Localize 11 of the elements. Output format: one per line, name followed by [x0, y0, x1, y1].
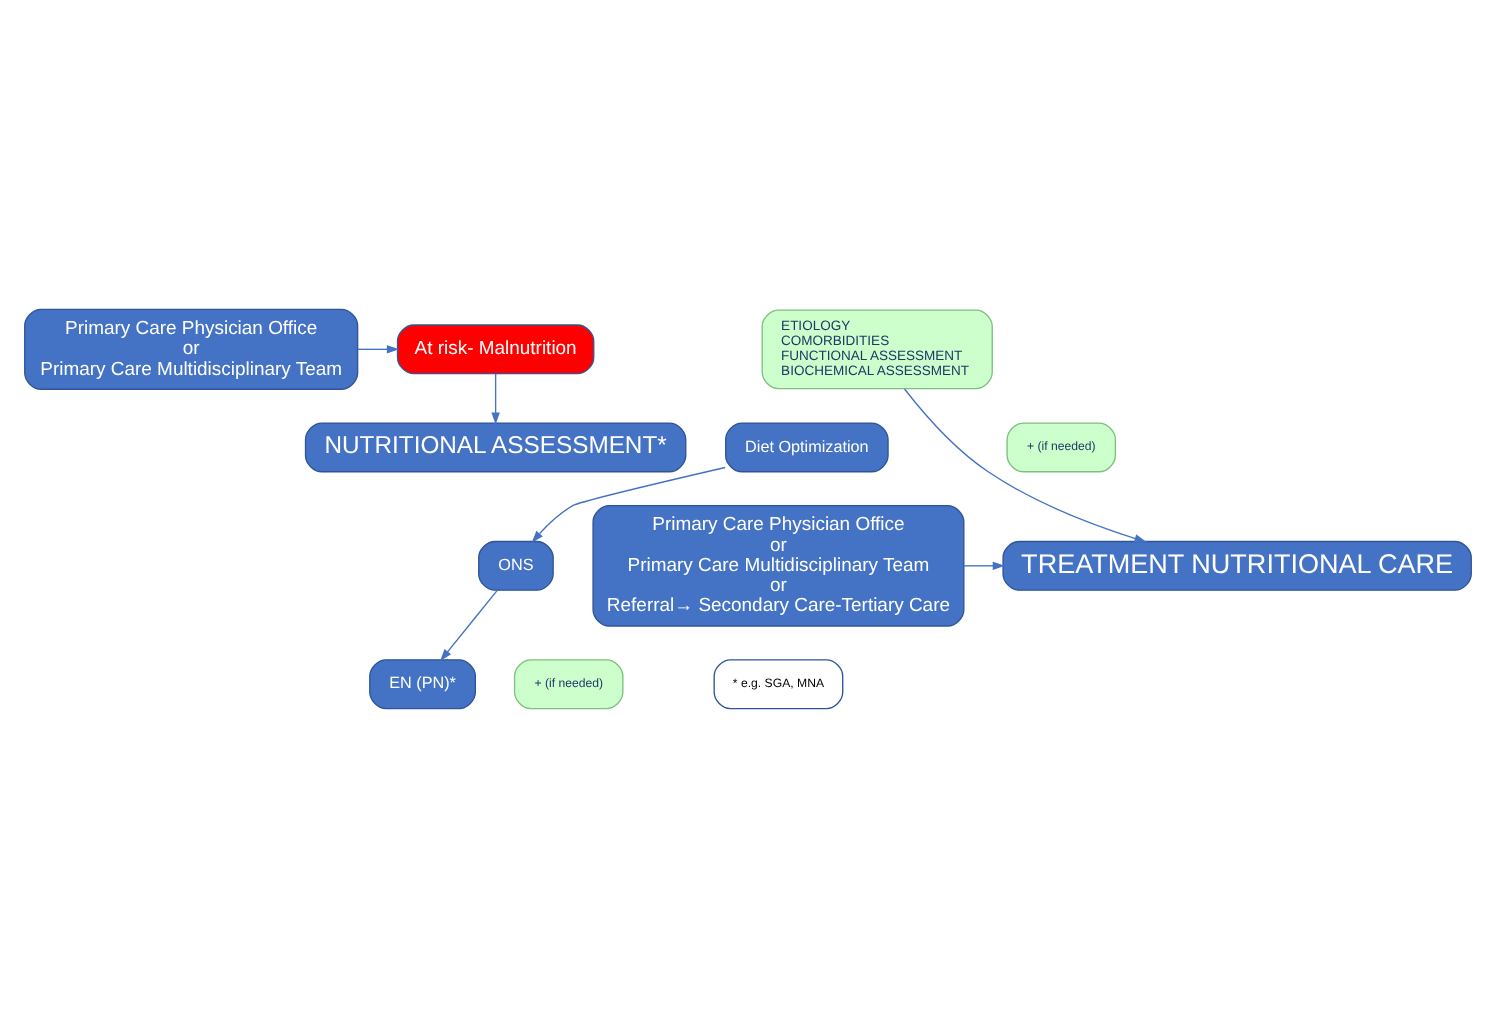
arrow [531, 465, 726, 542]
arrow [491, 372, 500, 424]
node-box: NUTRITIONAL ASSESSMENT* [304, 421, 687, 472]
arrow [903, 387, 1147, 542]
node-box: Primary Care Physician Office or Primary Care Multidisciplinary Team or Referral→ Secondary Care-Tertiary Care [592, 503, 965, 626]
node-box: At risk- Malnutrition [396, 323, 595, 374]
arrow [440, 588, 498, 661]
arrow [963, 560, 1005, 570]
arrow [357, 344, 400, 353]
node-box: Primary Care Physician Office or Primary Care Multidisciplinary Team [24, 307, 359, 389]
node-box: TREATMENT NUTRITIONAL CARE [1002, 539, 1472, 590]
